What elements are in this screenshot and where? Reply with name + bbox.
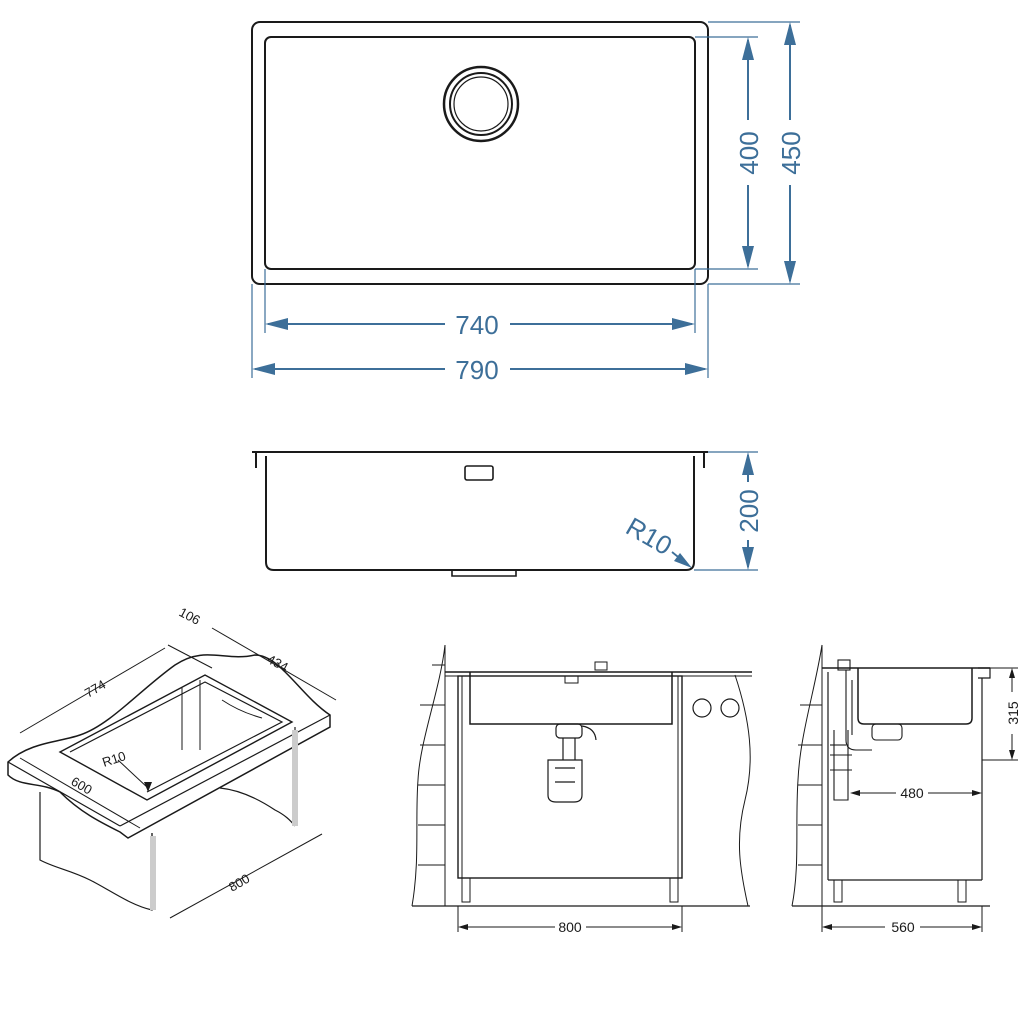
overflow-slot xyxy=(464,465,494,481)
iso-dim-774: 774 xyxy=(82,677,108,701)
iso-bowl-opening xyxy=(58,674,294,801)
side-dimension-315: 315 xyxy=(982,667,1021,761)
front-trap xyxy=(547,723,597,803)
side-dimension-560: 560 xyxy=(821,906,983,935)
dimension-400-label: 400 xyxy=(734,131,764,174)
iso-dim-r10: R10 xyxy=(100,748,127,770)
iso-dim-600: 600 xyxy=(69,774,95,798)
side-elevation: 315 480 560 xyxy=(791,644,1021,935)
sink-inner-bowl xyxy=(264,36,696,270)
side-dim-315-label: 315 xyxy=(1005,701,1021,725)
top-plan-view: 740 790 400 450 xyxy=(251,21,806,385)
countertop xyxy=(7,654,331,839)
side-dim-560-label: 560 xyxy=(891,919,915,935)
front-elevation: 800 xyxy=(411,644,752,935)
front-dim-800-label: 800 xyxy=(558,919,582,935)
side-plumbing xyxy=(830,659,903,801)
front-dimension-800: 800 xyxy=(457,906,683,935)
section-radius-label: R10 xyxy=(621,511,677,561)
extension-lines xyxy=(251,21,800,378)
section-view: R10 200 xyxy=(252,451,764,577)
side-dim-480-label: 480 xyxy=(900,785,924,801)
bowl-profile xyxy=(265,456,695,571)
dimension-790: 790 xyxy=(252,355,708,385)
iso-dimensions xyxy=(19,627,337,919)
dimension-740-label: 740 xyxy=(455,310,498,340)
drain-ring xyxy=(442,65,520,143)
dimension-200: 200 xyxy=(694,451,764,571)
dimension-740: 740 xyxy=(265,310,695,340)
side-bowl xyxy=(857,668,973,725)
dimension-450: 450 xyxy=(776,22,806,284)
dimension-450-label: 450 xyxy=(776,131,806,174)
dimension-400: 400 xyxy=(734,37,764,269)
outlet-left xyxy=(692,698,712,718)
brick-wall-left xyxy=(411,644,446,907)
isometric-view: 106 434 774 600 R10 800 xyxy=(7,604,337,919)
sink-outer-rim xyxy=(251,21,709,285)
dimension-200-label: 200 xyxy=(734,489,764,532)
iso-dim-106: 106 xyxy=(177,604,203,627)
brick-wall-side xyxy=(791,644,823,907)
front-bowl xyxy=(469,672,673,725)
outlet-right xyxy=(720,698,740,718)
dimension-790-label: 790 xyxy=(455,355,498,385)
side-dimension-480: 480 xyxy=(850,785,982,801)
